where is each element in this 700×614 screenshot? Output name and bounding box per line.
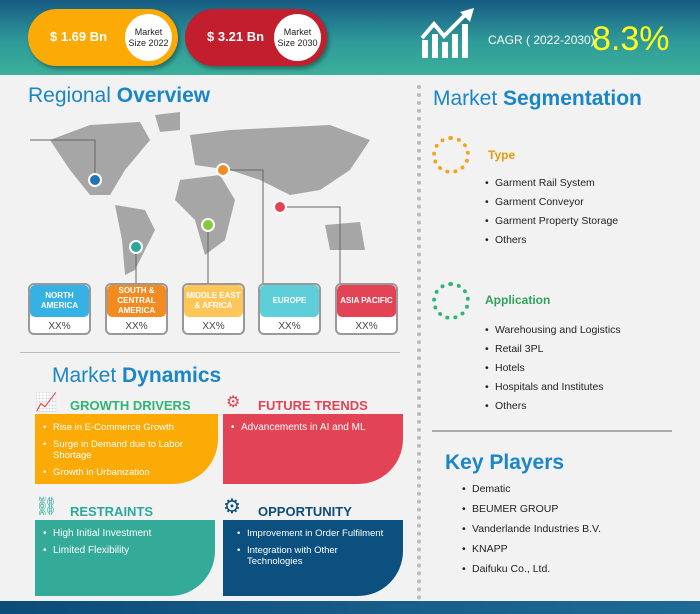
type-item: Others [485,234,526,246]
application-item: Others [485,400,526,412]
growth-drivers-icon: 📈 [35,392,58,412]
application-item: Warehousing and Logistics [485,324,621,336]
future-trends-card: Advancements in AI and ML [223,414,403,484]
key-player-item: BEUMER GROUP [462,503,558,515]
cagr-value: 8.3% [592,20,670,58]
growth-drivers-title: GROWTH DRIVERS [70,398,191,413]
type-item: Garment Rail System [485,177,595,189]
application-item: Hospitals and Institutes [485,381,604,393]
regional-overview-title: Regional Overview [28,84,211,107]
key-player-item: Vanderlande Industries B.V. [462,523,601,535]
opportunity-card: Improvement in Order FulfilmentIntegrati… [223,520,403,596]
market-size-2022-value: $ 1.69 Bn [50,29,108,44]
growth-chart-icon [420,8,474,58]
market-segmentation-title: Market Segmentation [433,87,642,110]
cagr-label: CAGR ( 2022-2030) [488,33,595,47]
footer-bar [0,601,700,614]
market-size-2030-value: $ 3.21 Bn [207,29,265,44]
application-title: Application [485,293,551,307]
key-player-item: Dematic [462,483,510,495]
restraints-icon: ⛓ [35,496,58,516]
restraints-title: RESTRAINTS [70,504,154,519]
key-player-item: Daifuku Co., Ltd. [462,563,550,575]
type-title: Type [488,148,516,162]
key-player-item: KNAPP [462,543,508,555]
type-item: Garment Property Storage [485,215,618,227]
application-icon [432,282,470,320]
divider [432,430,672,432]
type-icon [432,136,470,174]
divider [20,352,400,353]
application-item: Retail 3PL [485,343,544,355]
future-trends-title: FUTURE TRENDS [258,398,368,413]
market-dynamics-title: Market Dynamics [52,364,222,387]
opportunity-title: OPPORTUNITY [258,504,352,519]
restraints-card: High Initial InvestmentLimited Flexibili… [35,520,215,596]
growth-drivers-card: Rise in E-Commerce GrowthSurge in Demand… [35,414,218,484]
type-item: Garment Conveyor [485,196,584,208]
world-map [30,112,370,285]
key-players-title: Key Players [445,451,565,474]
future-trends-icon: ⚙ [226,394,241,411]
opportunity-icon: ⚙ [223,496,241,518]
application-item: Hotels [485,362,525,374]
vertical-divider [417,85,421,600]
